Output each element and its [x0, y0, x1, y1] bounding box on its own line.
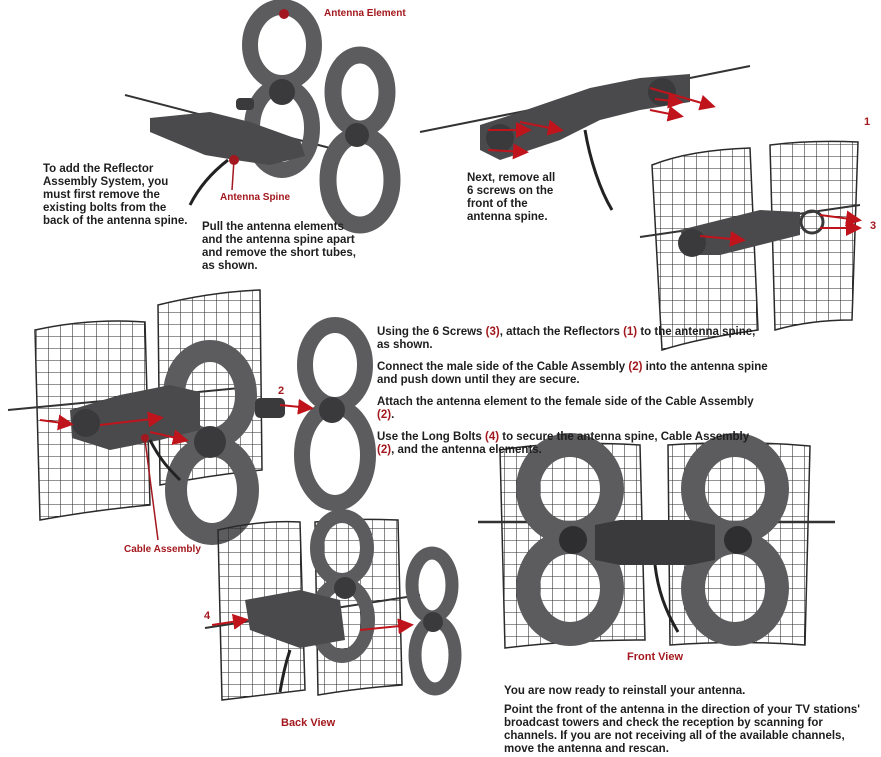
illustration-cable-assembly — [7, 289, 376, 545]
front-view-caption: Front View — [627, 651, 684, 663]
point-antenna-text: Point the front of the antenna in the di… — [504, 704, 861, 755]
back-view-caption: Back View — [281, 717, 336, 729]
illustration-remove-screws — [419, 65, 751, 211]
pull-apart-text: Pull the antenna elements and the antenn… — [202, 221, 357, 272]
antenna-spine-label: Antenna Spine — [220, 192, 291, 203]
remove-screws-text: Next, remove all 6 screws on the front o… — [467, 172, 556, 223]
cable-assembly-label: Cable Assembly — [124, 544, 201, 555]
step-long-bolts: Use the Long Bolts (4) to secure the ant… — [377, 431, 750, 456]
step-attach-element: Attach the antenna element to the female… — [377, 396, 754, 421]
illustration-remove-bolts — [124, 0, 401, 234]
illustration-reflectors — [639, 140, 862, 352]
screws-number-label: 3 — [870, 220, 877, 232]
illustration-front-view — [478, 433, 835, 649]
bolts-number-label: 4 — [204, 610, 211, 622]
step-attach-reflectors: Using the 6 Screws (3), attach the Refle… — [377, 326, 756, 351]
ready-text: You are now ready to reinstall your ante… — [504, 685, 746, 697]
illustration-back-view — [204, 509, 462, 701]
reflector-intro-text: To add the Reflector Assembly System, yo… — [43, 163, 188, 227]
assembly-steps: Using the 6 Screws (3), attach the Refle… — [377, 326, 769, 466]
antenna-element-label: Antenna Element — [324, 8, 406, 19]
cable-number-label: 2 — [278, 385, 285, 397]
reflector-number-label: 1 — [864, 116, 871, 128]
step-connect-cable: Connect the male side of the Cable Assem… — [377, 361, 768, 386]
